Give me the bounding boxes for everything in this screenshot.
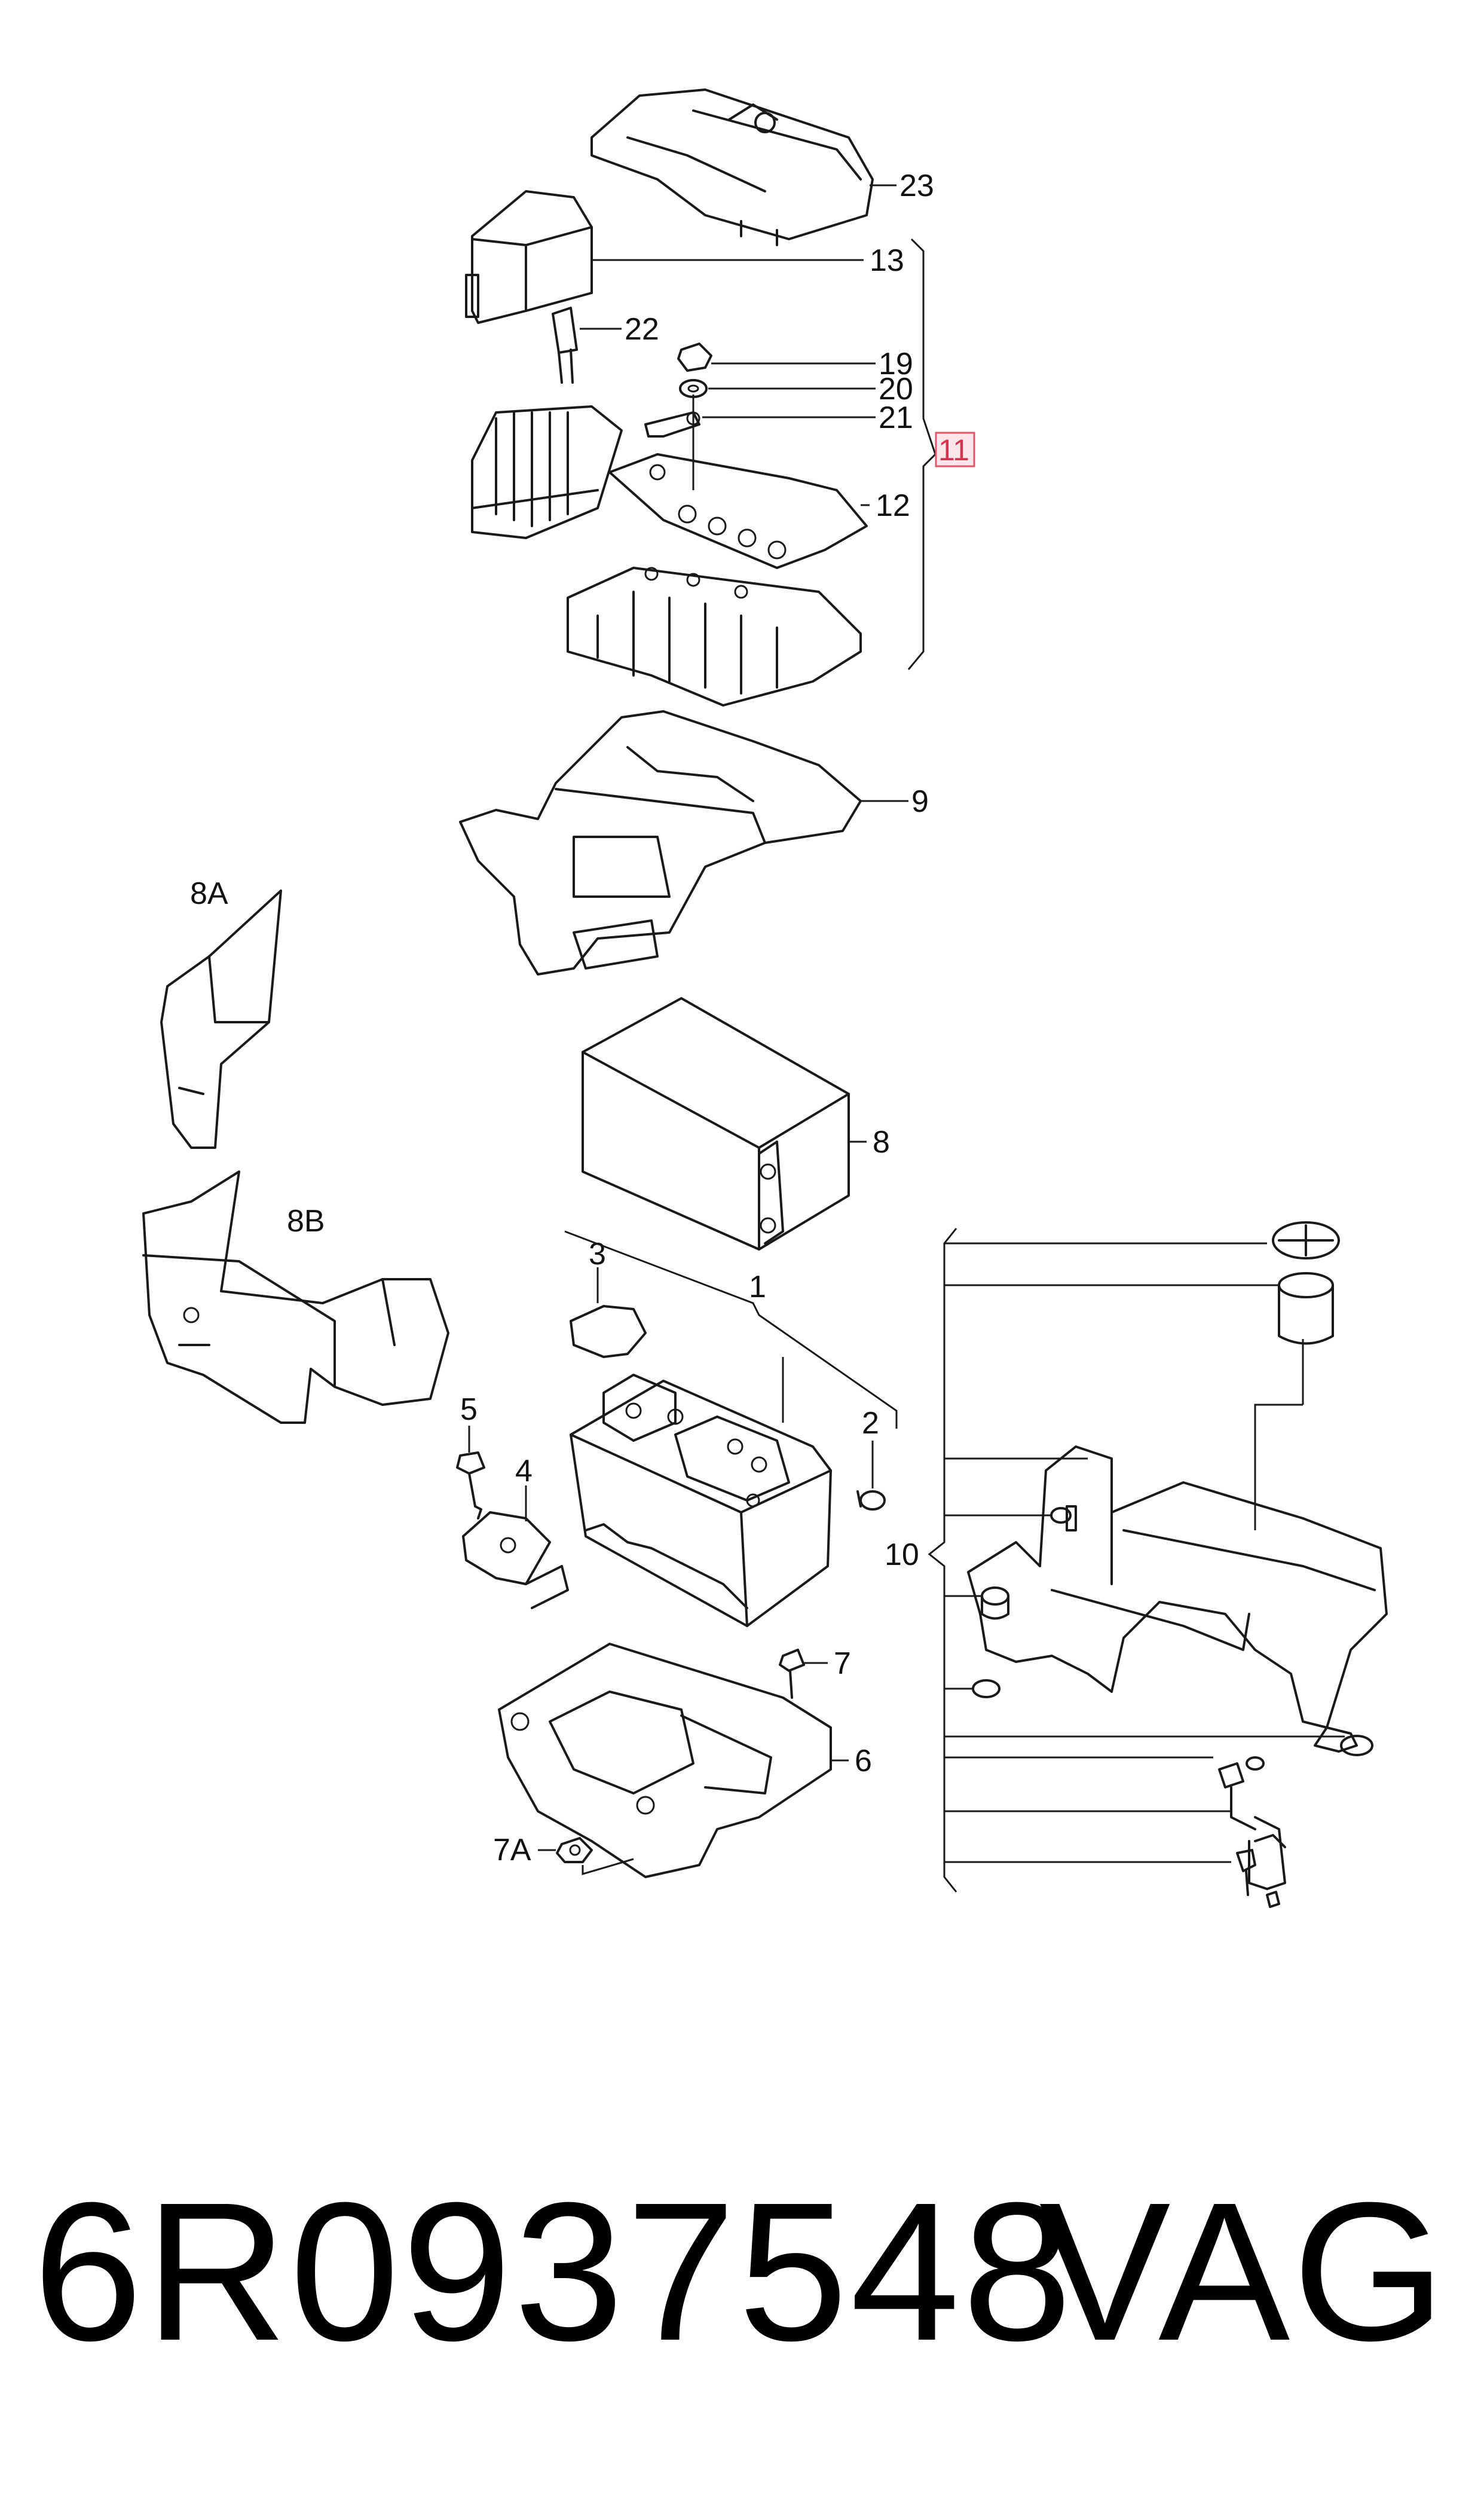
callout-22: 22 — [625, 312, 659, 347]
callout-9: 9 — [911, 784, 929, 819]
part-10-battery-carrier — [967, 1221, 1388, 1908]
part-2-vent-plug — [856, 1490, 886, 1511]
part-4-clamp — [462, 1511, 569, 1609]
part-fuse-carrier — [567, 567, 862, 707]
callout-4: 4 — [515, 1454, 533, 1488]
part-fuse-holder — [471, 405, 623, 539]
callout-10: 10 — [885, 1537, 919, 1572]
part-9-tray-upper — [459, 710, 862, 976]
callout-23: 23 — [899, 169, 934, 203]
callout-7A: 7A — [493, 1833, 531, 1867]
part-7-bolt — [779, 1649, 805, 1699]
part-13-relay-module — [465, 190, 593, 324]
callout-12: 12 — [876, 488, 910, 523]
callout-8B: 8B — [287, 1204, 325, 1239]
callout-1: 1 — [749, 1270, 766, 1304]
part-21-bracket — [644, 411, 700, 438]
part-1-battery — [570, 1374, 832, 1627]
brand-label: VAG — [1039, 2161, 1448, 2382]
part-23-cover — [590, 88, 874, 246]
part-22-fuse — [552, 307, 578, 384]
part-20-washer — [679, 379, 708, 398]
callout-2: 2 — [862, 1406, 879, 1441]
callout-11: 11 — [938, 433, 969, 467]
part-3-terminal-cover — [570, 1305, 647, 1358]
part-8-insulation-box — [582, 997, 850, 1251]
callout-20: 20 — [879, 372, 913, 406]
callout-11-highlight — [935, 432, 975, 467]
part-19-nut — [677, 343, 712, 372]
part-8B-shield — [142, 1170, 449, 1424]
callout-19: 19 — [879, 347, 913, 381]
part-5-bolt — [456, 1451, 485, 1520]
callout-5: 5 — [460, 1392, 478, 1427]
callout-21: 21 — [879, 401, 913, 435]
part-number-label: 6R0937548 — [33, 2161, 1075, 2382]
callout-13: 13 — [870, 243, 904, 278]
callout-8A: 8A — [190, 876, 228, 911]
callout-7: 7 — [834, 1646, 851, 1681]
part-8A-shield — [160, 889, 282, 1149]
callout-8: 8 — [873, 1125, 890, 1160]
part-7A-nut — [556, 1837, 593, 1863]
part-12-busbar — [608, 395, 868, 569]
part-6-tray-lower — [498, 1643, 832, 1878]
callout-6: 6 — [855, 1744, 872, 1778]
